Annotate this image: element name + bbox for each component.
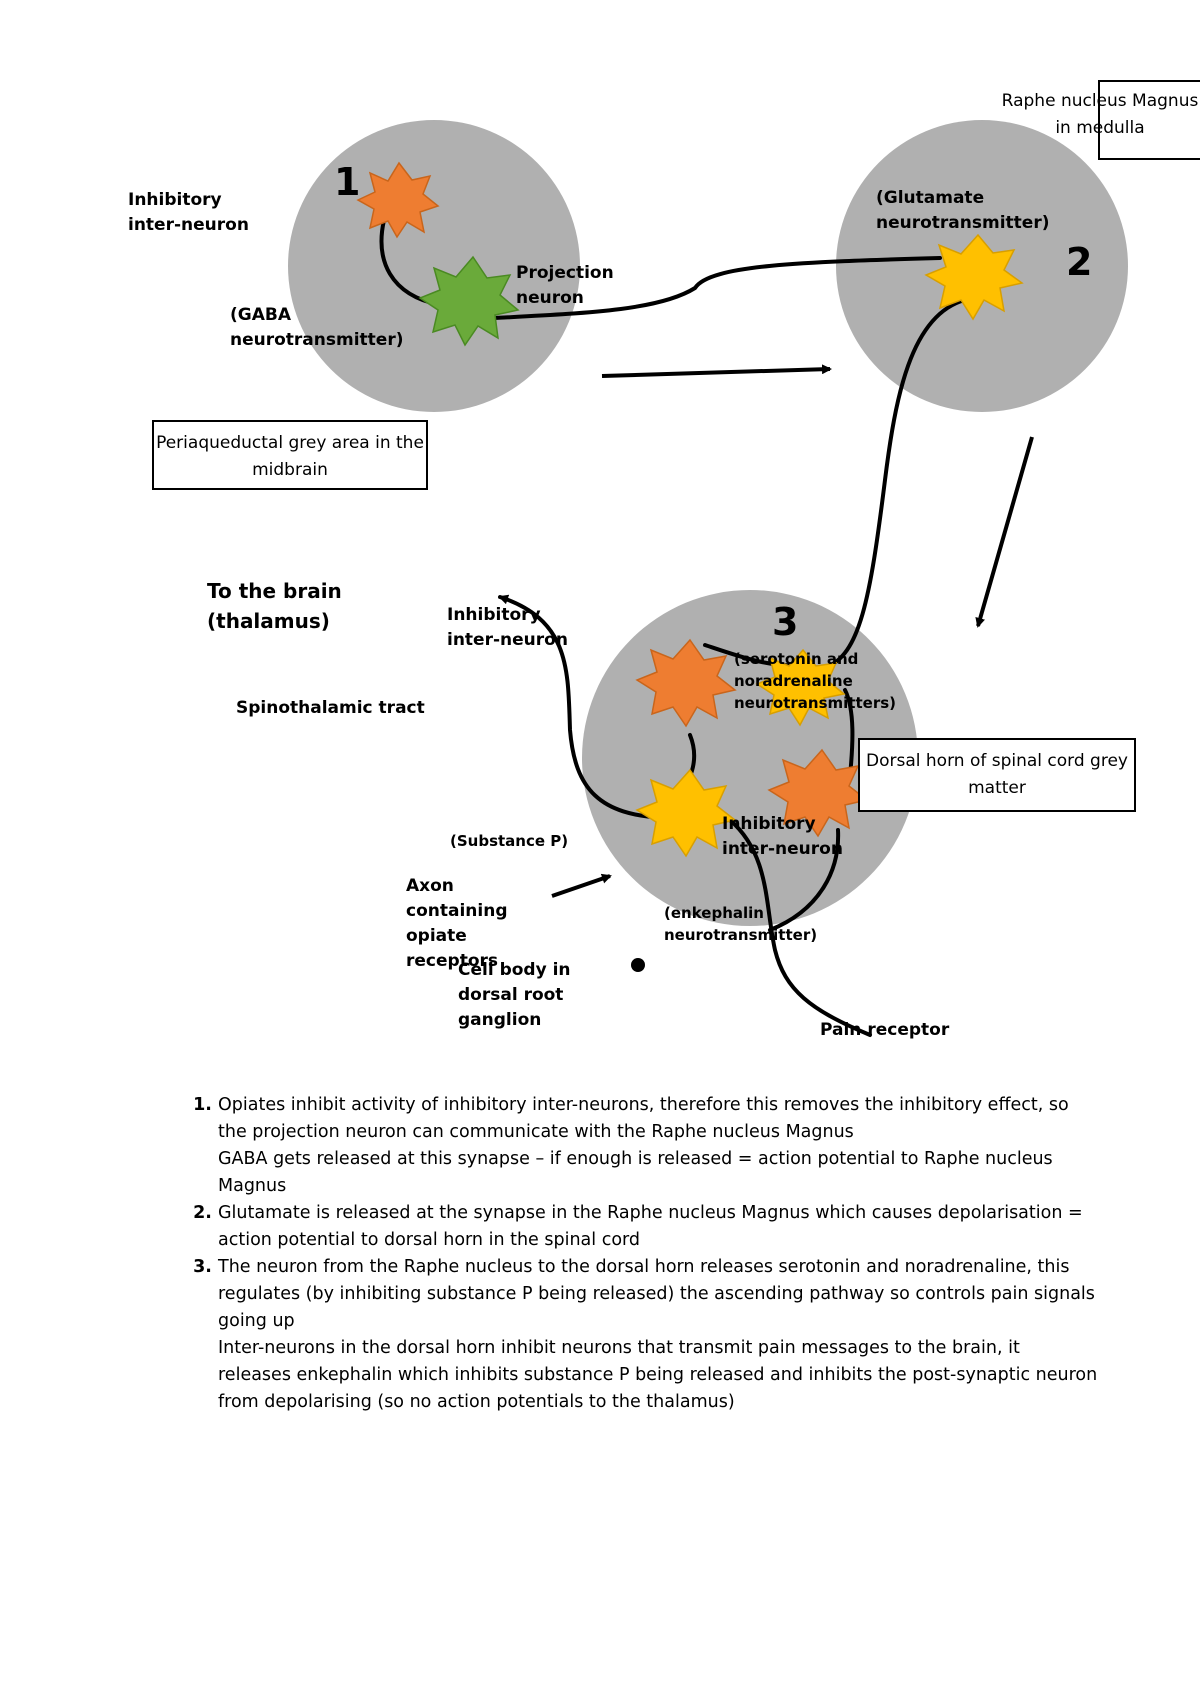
pag-inhibitory-interneuron-label: Inhibitory inter-neuron	[128, 190, 249, 235]
spinothalamic-tract-label: Spinothalamic tract	[236, 698, 425, 718]
cell-body-dot	[631, 958, 645, 972]
note-2-line-1: Glutamate is released at the synapse in …	[218, 1203, 1083, 1250]
cell-body-label: Cell body in dorsal root ganglion	[458, 960, 571, 1030]
raphe-region-label: Raphe nucleus Magnus in medulla	[1001, 91, 1199, 138]
substance-p-label: (Substance P)	[450, 832, 569, 850]
pag-region-label-box: Periaqueductal grey area in the midbrain	[152, 420, 428, 490]
enkephalin-label: (enkephalin neurotransmitter)	[664, 904, 818, 944]
spinothalamic-tract-axon	[498, 594, 667, 820]
projection-neuron-axon	[493, 256, 942, 320]
region-1-number: 1	[334, 160, 361, 204]
note-3: The neuron from the Raphe nucleus to the…	[218, 1254, 1098, 1416]
dorsal-horn-substance-p-neuron	[635, 768, 737, 858]
note-1: Opiates inhibit activity of inhibitory i…	[218, 1092, 1098, 1200]
dorsal-horn-region-label-box: Dorsal horn of spinal cord grey matter	[858, 738, 1136, 812]
pag-region-circle	[288, 120, 580, 412]
projection-neuron-body	[418, 255, 520, 347]
pag-inhibitory-interneuron	[356, 161, 440, 239]
projection-neuron-label: Projection neuron	[516, 263, 614, 308]
to-the-brain-label: To the brain (thalamus)	[207, 579, 342, 633]
region-3-number: 3	[772, 600, 799, 644]
dorsal-horn-inhibitory-interneuron-top-label: Inhibitory inter-neuron	[447, 605, 568, 650]
serotonin-label: (serotonin and noradrenaline neurotransm…	[734, 650, 896, 712]
raphe-to-dorsal-horn-arrow	[975, 436, 1034, 628]
note-1-line-2: GABA gets released at this synapse – if …	[218, 1149, 1053, 1196]
raphe-descending-axon	[823, 298, 967, 670]
pain-pathway-diagram	[288, 120, 1128, 1037]
note-3-line-2: Inter-neurons in the dorsal horn inhibit…	[218, 1338, 1098, 1412]
enkephalin-interneuron-axon	[768, 828, 841, 932]
dorsal-horn-orange-neuron-top-left	[635, 638, 737, 728]
glutamate-label: (Glutamate neurotransmitter)	[876, 188, 1050, 233]
raphe-region-label-box	[1098, 80, 1200, 160]
raphe-glutamate-neuron	[924, 233, 1024, 321]
explanation-list: Opiates inhibit activity of inhibitory i…	[180, 1092, 1098, 1416]
opiate-receptor-arrow	[551, 873, 612, 898]
note-3-line-1: The neuron from the Raphe nucleus to the…	[218, 1257, 1095, 1331]
axon-opiate-receptors-label: Axon containing opiate receptors	[406, 876, 508, 971]
note-2: Glutamate is released at the synapse in …	[218, 1200, 1098, 1254]
dorsal-horn-orange-neuron-right	[767, 748, 869, 838]
dorsal-horn-inhibitory-interneuron-bottom-label: Inhibitory inter-neuron	[722, 814, 843, 859]
dorsal-horn-serotonin-neuron	[755, 648, 846, 727]
note-1-line-1: Opiates inhibit activity of inhibitory i…	[218, 1095, 1069, 1142]
gaba-label: (GABA neurotransmitter)	[230, 305, 404, 350]
pain-receptor-label: Pain receptor	[820, 1020, 950, 1040]
pag-to-raphe-arrow	[601, 364, 832, 378]
region-2-number: 2	[1066, 240, 1093, 284]
pain-receptor-fiber	[728, 818, 872, 1037]
